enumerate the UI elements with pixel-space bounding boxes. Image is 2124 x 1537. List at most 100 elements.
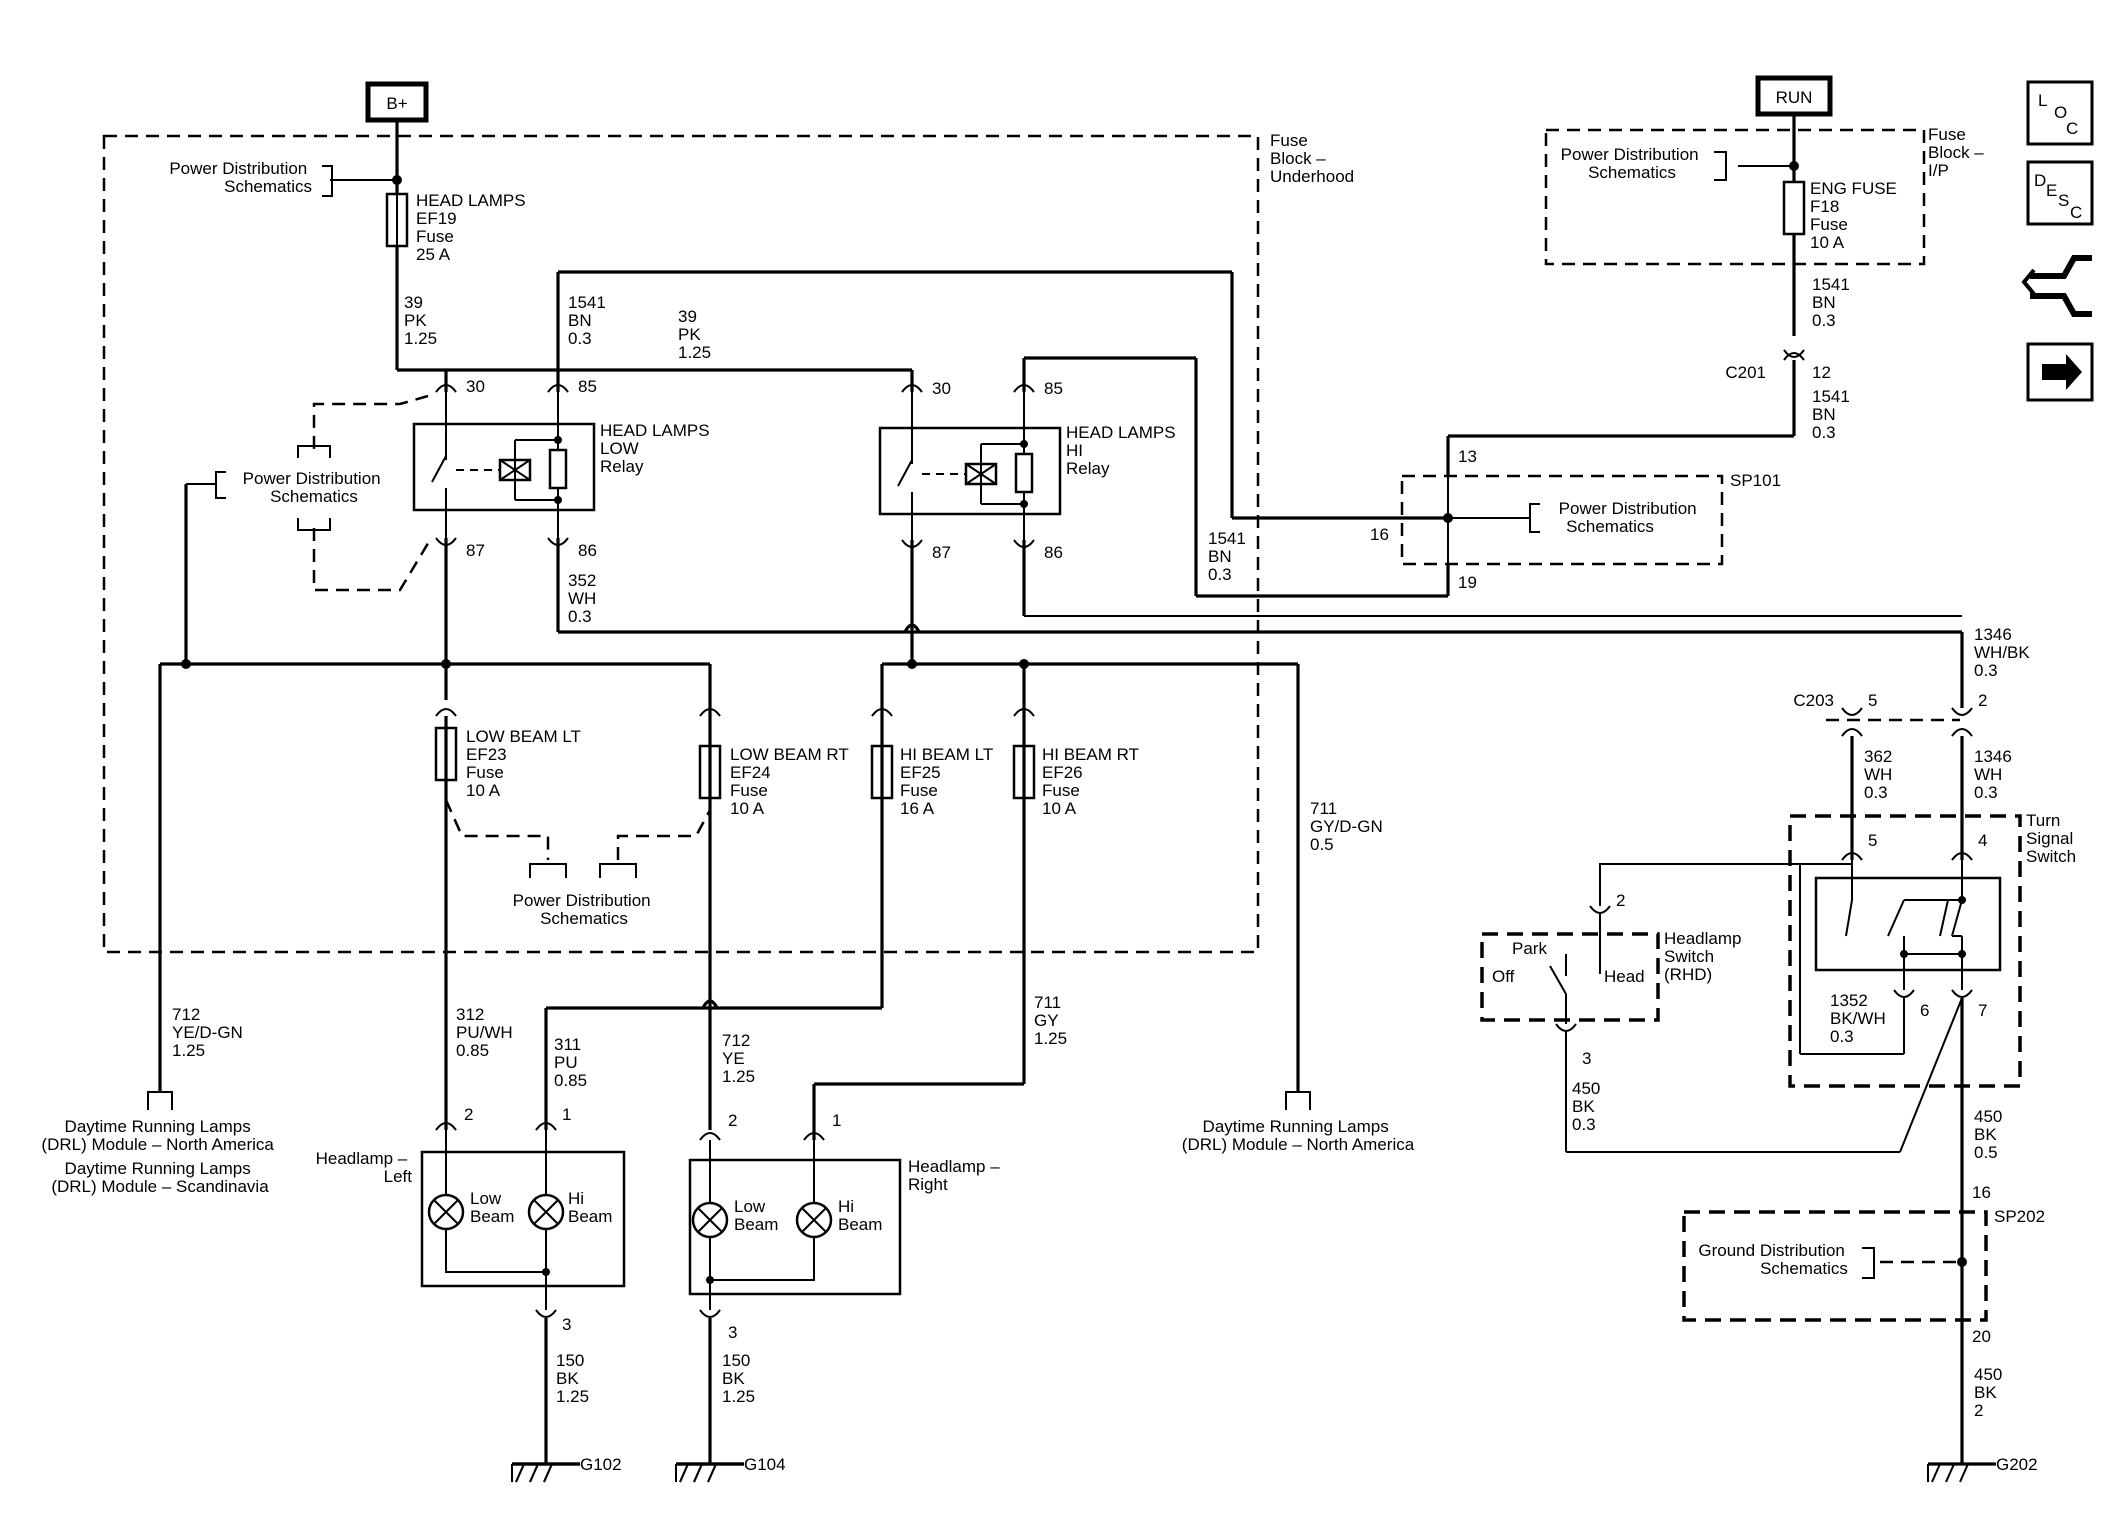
connector-handle-icon[interactable] [2021, 255, 2092, 317]
splice-dot [441, 659, 451, 669]
desc-icon-letter-c: C [2070, 203, 2082, 222]
f18-3: Fuse [1810, 215, 1848, 234]
tss-2: Signal [2026, 829, 2073, 848]
w1346a-2: WH/BK [1974, 643, 2030, 662]
w1541b-3: 0.3 [1812, 311, 1836, 330]
headlamp-right-pin-3: 3 [728, 1323, 737, 1342]
fuse-block-underhood [102, 134, 1260, 954]
w39b-1: 39 [678, 307, 697, 326]
gds-label: Ground Distribution Schematics [1698, 1241, 1849, 1278]
pds-bracket [529, 863, 567, 878]
ground-g104-label: G104 [744, 1455, 786, 1474]
w1352-2: BK/WH [1830, 1009, 1886, 1028]
w450a-1: 450 [1572, 1079, 1600, 1098]
wire-label-311: 311 PU 0.85 [554, 1035, 587, 1090]
wire-crossover-hop [701, 999, 719, 1009]
w1346b-3: 0.3 [1974, 783, 1998, 802]
pds-label-relay: Power Distribution Schematics [243, 469, 386, 506]
loc-icon-letter-o: O [2054, 103, 2067, 122]
hi-beam-label-1: Hi [568, 1189, 584, 1208]
headlamp-right-label: Headlamp – Right [908, 1157, 1004, 1194]
wire-label-711-b: 711 GY 1.25 [1034, 993, 1067, 1048]
ef19-1: HEAD LAMPS [416, 191, 526, 210]
w712b-3: 1.25 [722, 1067, 755, 1086]
w1346b-2: WH [1974, 765, 2002, 784]
splice-pack-sp101 [1400, 474, 1724, 566]
ground-g102-symbol [510, 1462, 582, 1484]
fuse-ef26-symbol [1012, 708, 1036, 1084]
headlamp-right-label-1: Headlamp – [908, 1157, 1000, 1176]
fb-ip-3: I/P [1928, 161, 1949, 180]
loc-icon-letter-l: L [2038, 91, 2047, 110]
drl-r-2: (DRL) Module – North America [1182, 1135, 1415, 1154]
headlamp-left [420, 1122, 626, 1484]
pds-1: Power Distribution [513, 891, 651, 910]
desc-icon[interactable]: D E S C [2026, 160, 2094, 226]
connector-c203 [1841, 707, 1973, 737]
w1541a-1: 1541 [568, 293, 606, 312]
fuse-pds-dash-right [616, 809, 712, 860]
w711b-3: 1.25 [1034, 1029, 1067, 1048]
low-relay-label-2: LOW [600, 439, 639, 458]
w39b-3: 1.25 [678, 343, 711, 362]
desc-icon-letter-e: E [2046, 181, 2057, 200]
fuse-block-ip-label: Fuse Block – I/P [1928, 125, 1988, 180]
sp101-pin-16: 16 [1370, 525, 1389, 544]
low-relay-pds-dash-bottom [312, 528, 432, 592]
headlamp-right-pin-1: 1 [832, 1111, 841, 1130]
w311-2: PU [554, 1053, 578, 1072]
w362-1: 362 [1864, 747, 1892, 766]
w39b-2: PK [678, 325, 701, 344]
wire-label-1541-a: 1541 BN 0.3 [568, 293, 611, 348]
ef23-4: 10 A [466, 781, 501, 800]
ts-pin-4: 4 [1978, 831, 1987, 850]
fuse-ef25-symbol [870, 708, 894, 1008]
w150a-2: BK [556, 1369, 579, 1388]
c201-label: C201 [1725, 363, 1766, 382]
fuse-block-underhood-label: Fuse Block – Underhood [1270, 131, 1354, 186]
fuse-f18-symbol [1782, 180, 1806, 236]
wire-label-39-a: 39 PK 1.25 [404, 293, 437, 348]
low-relay-label-1: HEAD LAMPS [600, 421, 710, 440]
hsl-2: Switch [1664, 947, 1714, 966]
splice-dot [1957, 1257, 1967, 1267]
loc-icon[interactable]: L O C [2026, 80, 2094, 146]
low-relay-label: HEAD LAMPS LOW Relay [600, 421, 714, 476]
tss-1: Turn [2026, 811, 2060, 830]
w711b-2: GY [1034, 1011, 1058, 1030]
hs-park-label: Park [1512, 939, 1547, 958]
c203-pin-5: 5 [1868, 691, 1877, 710]
w1346a-1: 1346 [1974, 625, 2012, 644]
hi-relay-pin-87: 87 [932, 543, 951, 562]
sp101-pin-19: 19 [1458, 573, 1477, 592]
splice-pack-sp202 [1682, 1210, 1988, 1322]
drl-l-3: Daytime Running Lamps [65, 1159, 251, 1178]
drl-right-connector [1285, 1091, 1311, 1110]
w311-3: 0.85 [554, 1071, 587, 1090]
ef25-3: Fuse [900, 781, 938, 800]
w312-2: PU/WH [456, 1023, 513, 1042]
ef26-1: HI BEAM RT [1042, 745, 1139, 764]
w1352-3: 0.3 [1830, 1027, 1854, 1046]
hi-relay-label: HEAD LAMPS HI Relay [1066, 423, 1180, 478]
hs-head-label: Head [1604, 967, 1645, 986]
next-arrow-icon[interactable] [2026, 342, 2094, 402]
pds-1: Power Distribution [169, 159, 307, 178]
low-relay-pin-87: 87 [466, 541, 485, 560]
w150b-2: BK [722, 1369, 745, 1388]
gds-2: Schematics [1760, 1259, 1848, 1278]
ef24-3: Fuse [730, 781, 768, 800]
splice-dot [907, 659, 917, 669]
f18-4: 10 A [1810, 233, 1845, 252]
connector-c201 [1783, 349, 1805, 361]
w1541b-1: 1541 [1812, 275, 1850, 294]
ground-g202-symbol [1926, 1462, 1998, 1484]
w1541c-2: BN [1812, 405, 1836, 424]
fb-uh-3: Underhood [1270, 167, 1354, 186]
pds-2: Schematics [1566, 517, 1654, 536]
w1541d-1: 1541 [1208, 529, 1246, 548]
w450c-1: 450 [1974, 1365, 2002, 1384]
ground-g202-label: G202 [1996, 1455, 2038, 1474]
ef19-3: Fuse [416, 227, 454, 246]
